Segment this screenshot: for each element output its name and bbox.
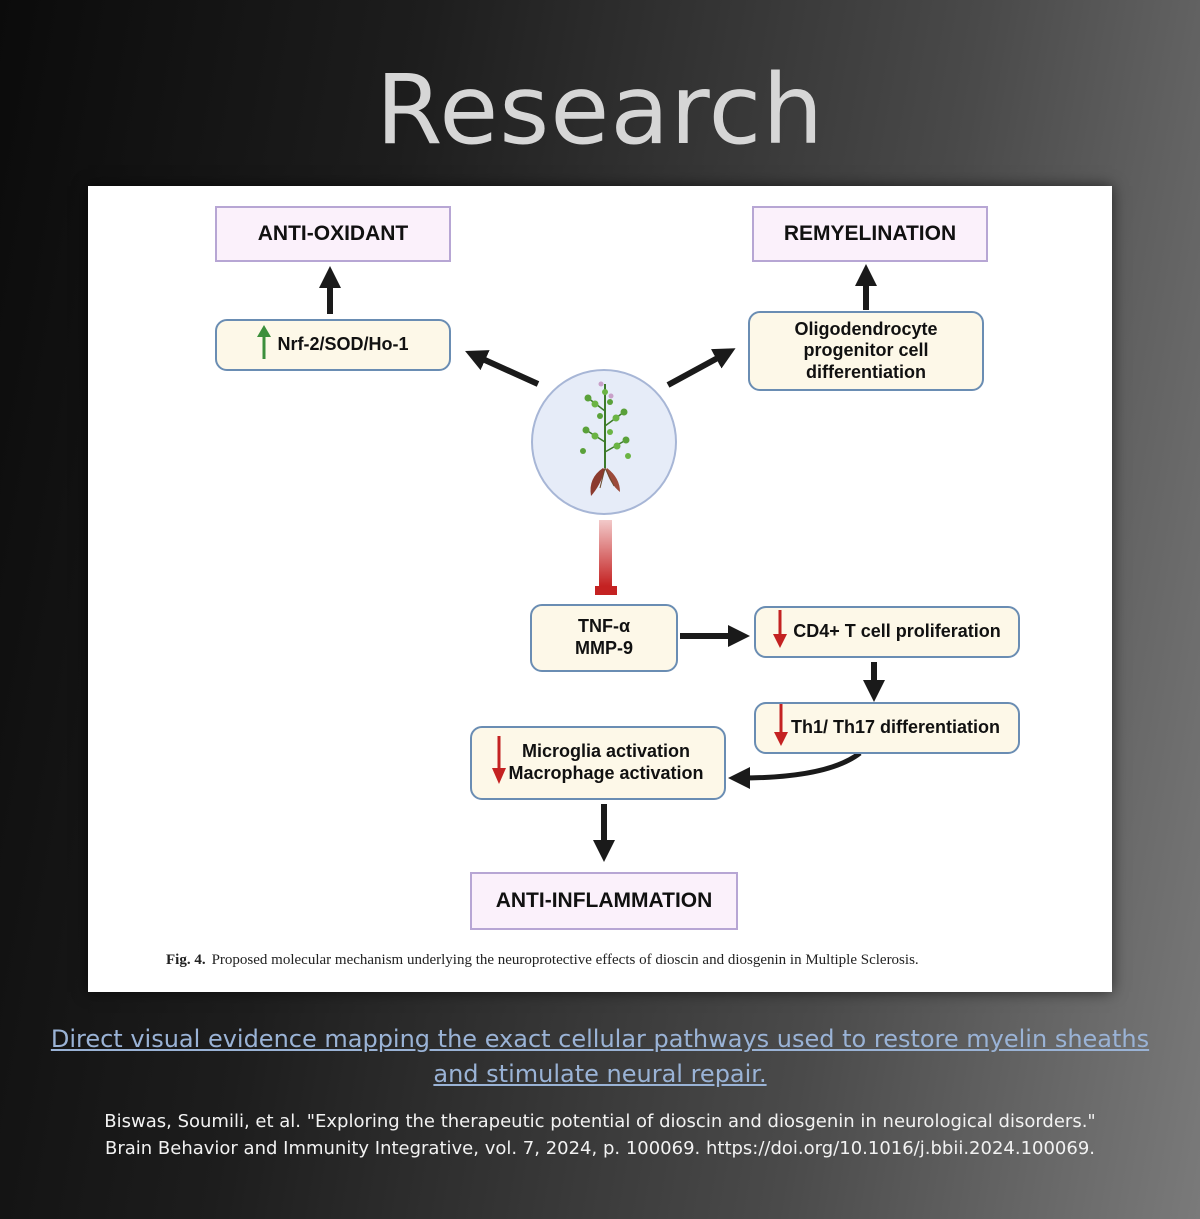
opc-line-1: Oligodendrocyte xyxy=(794,318,938,339)
citation-line-1: Biswas, Soumili, et al. "Exploring the t… xyxy=(104,1111,1096,1132)
citation-line-2: Brain Behavior and Immunity Integrative,… xyxy=(104,1138,1096,1159)
tnf-mmp9-box: TNF-α MMP-9 xyxy=(530,604,678,672)
caption-label: Fig. 4. xyxy=(166,952,206,968)
anti-inflammation-box: ANTI-INFLAMMATION xyxy=(470,872,738,930)
anti-oxidant-label: ANTI-OXIDANT xyxy=(257,222,409,245)
arrow-th-to-microglia xyxy=(728,750,862,789)
diagram-connectors xyxy=(319,264,885,862)
source-link[interactable]: Direct visual evidence mapping the exact… xyxy=(50,1025,1150,1088)
figure-caption: Fig. 4. Proposed molecular mechanism unde… xyxy=(166,952,919,969)
down-arrow-icon xyxy=(773,610,788,654)
cd4-box: CD4+ T cell proliferation xyxy=(754,606,1020,658)
microglia-box: Microglia activation Macrophage activati… xyxy=(470,726,726,800)
inhibition-bar xyxy=(595,586,617,595)
citation: Biswas, Soumili, et al. "Exploring the t… xyxy=(40,1108,1160,1162)
th-box: Th1/ Th17 differentiation xyxy=(754,702,1020,754)
opc-box: Oligodendrocyte progenitor cell differen… xyxy=(748,311,984,391)
tnf-label: TNF-α xyxy=(577,616,631,637)
figure-panel: ANTI-OXIDANT REMYELINATION Nrf-2/SOD/Ho-… xyxy=(88,186,1112,992)
remyelination-box: REMYELINATION xyxy=(752,206,988,262)
page-title: Research xyxy=(375,54,825,166)
down-arrow-icon xyxy=(492,736,507,790)
up-arrow-icon xyxy=(257,325,272,365)
anti-inflammation-label: ANTI-INFLAMMATION xyxy=(495,889,713,912)
opc-line-2: progenitor cell xyxy=(803,340,929,361)
microglia-label: Microglia activation xyxy=(521,741,691,762)
anti-oxidant-box: ANTI-OXIDANT xyxy=(215,206,451,262)
nrf2-label: Nrf-2/SOD/Ho-1 xyxy=(277,334,409,355)
th-label: Th1/ Th17 differentiation xyxy=(790,717,1000,738)
arrow-plant-to-nrf2 xyxy=(465,350,540,387)
arrow-plant-to-opc xyxy=(666,348,736,388)
down-arrow-icon xyxy=(773,704,788,752)
remyelination-label: REMYELINATION xyxy=(783,222,957,245)
macrophage-label: Macrophage activation xyxy=(508,763,704,783)
cd4-label: CD4+ T cell proliferation xyxy=(793,621,1001,642)
inhibition-line xyxy=(599,520,612,586)
opc-line-3: differentiation xyxy=(806,361,926,382)
dioscin-plant-icon xyxy=(580,381,631,496)
nrf2-box: Nrf-2/SOD/Ho-1 xyxy=(215,319,451,371)
mmp9-label: MMP-9 xyxy=(575,638,633,658)
caption-text: Proposed molecular mechanism underlying … xyxy=(211,952,919,968)
